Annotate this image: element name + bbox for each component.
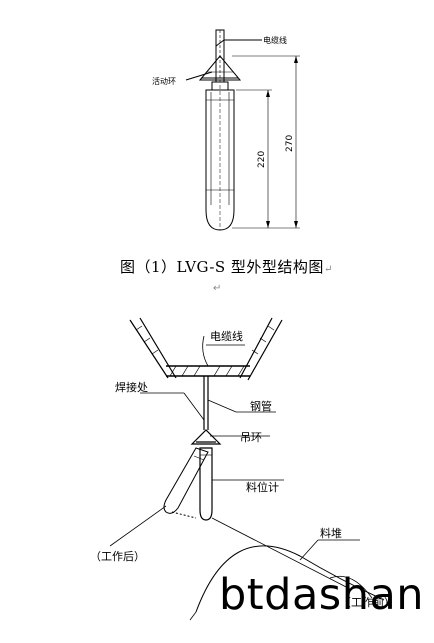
label-cable-1: 电缆线 xyxy=(263,35,287,45)
level-meter-tilted xyxy=(163,447,209,514)
label-level-meter: 料位计 xyxy=(246,480,279,494)
movable-ring xyxy=(198,55,242,81)
dim-270: 270 xyxy=(285,135,295,152)
caption-text: 图（1）LVG-S 型外型结构图 xyxy=(120,258,324,276)
label-weld: 焊接处 xyxy=(115,380,148,394)
hopper-right-wall xyxy=(239,317,273,379)
figure-1-caption: 图（1）LVG-S 型外型结构图↵ xyxy=(120,256,360,277)
label-movable-ring: 活动环 xyxy=(152,76,176,86)
label-steel-pipe: 钢管 xyxy=(250,399,272,413)
caption-return-mark: ↵ xyxy=(323,264,333,275)
hopper-left-wall xyxy=(129,319,169,379)
level-meter-vertical xyxy=(199,447,213,521)
label-material-pile: 料堆 xyxy=(320,526,342,540)
hanging-ring xyxy=(190,429,222,445)
label-after-work: （工作后） xyxy=(90,550,145,563)
paragraph-mark: ↵ xyxy=(213,283,222,294)
label-hanging-ring: 吊环 xyxy=(240,431,262,444)
material-pile xyxy=(195,545,385,613)
watermark-text: btdashan xyxy=(219,570,425,620)
label-before-work: （工作前） xyxy=(340,595,395,609)
dim-220: 220 xyxy=(257,151,267,168)
label-cable-2: 电缆线 xyxy=(210,329,243,343)
